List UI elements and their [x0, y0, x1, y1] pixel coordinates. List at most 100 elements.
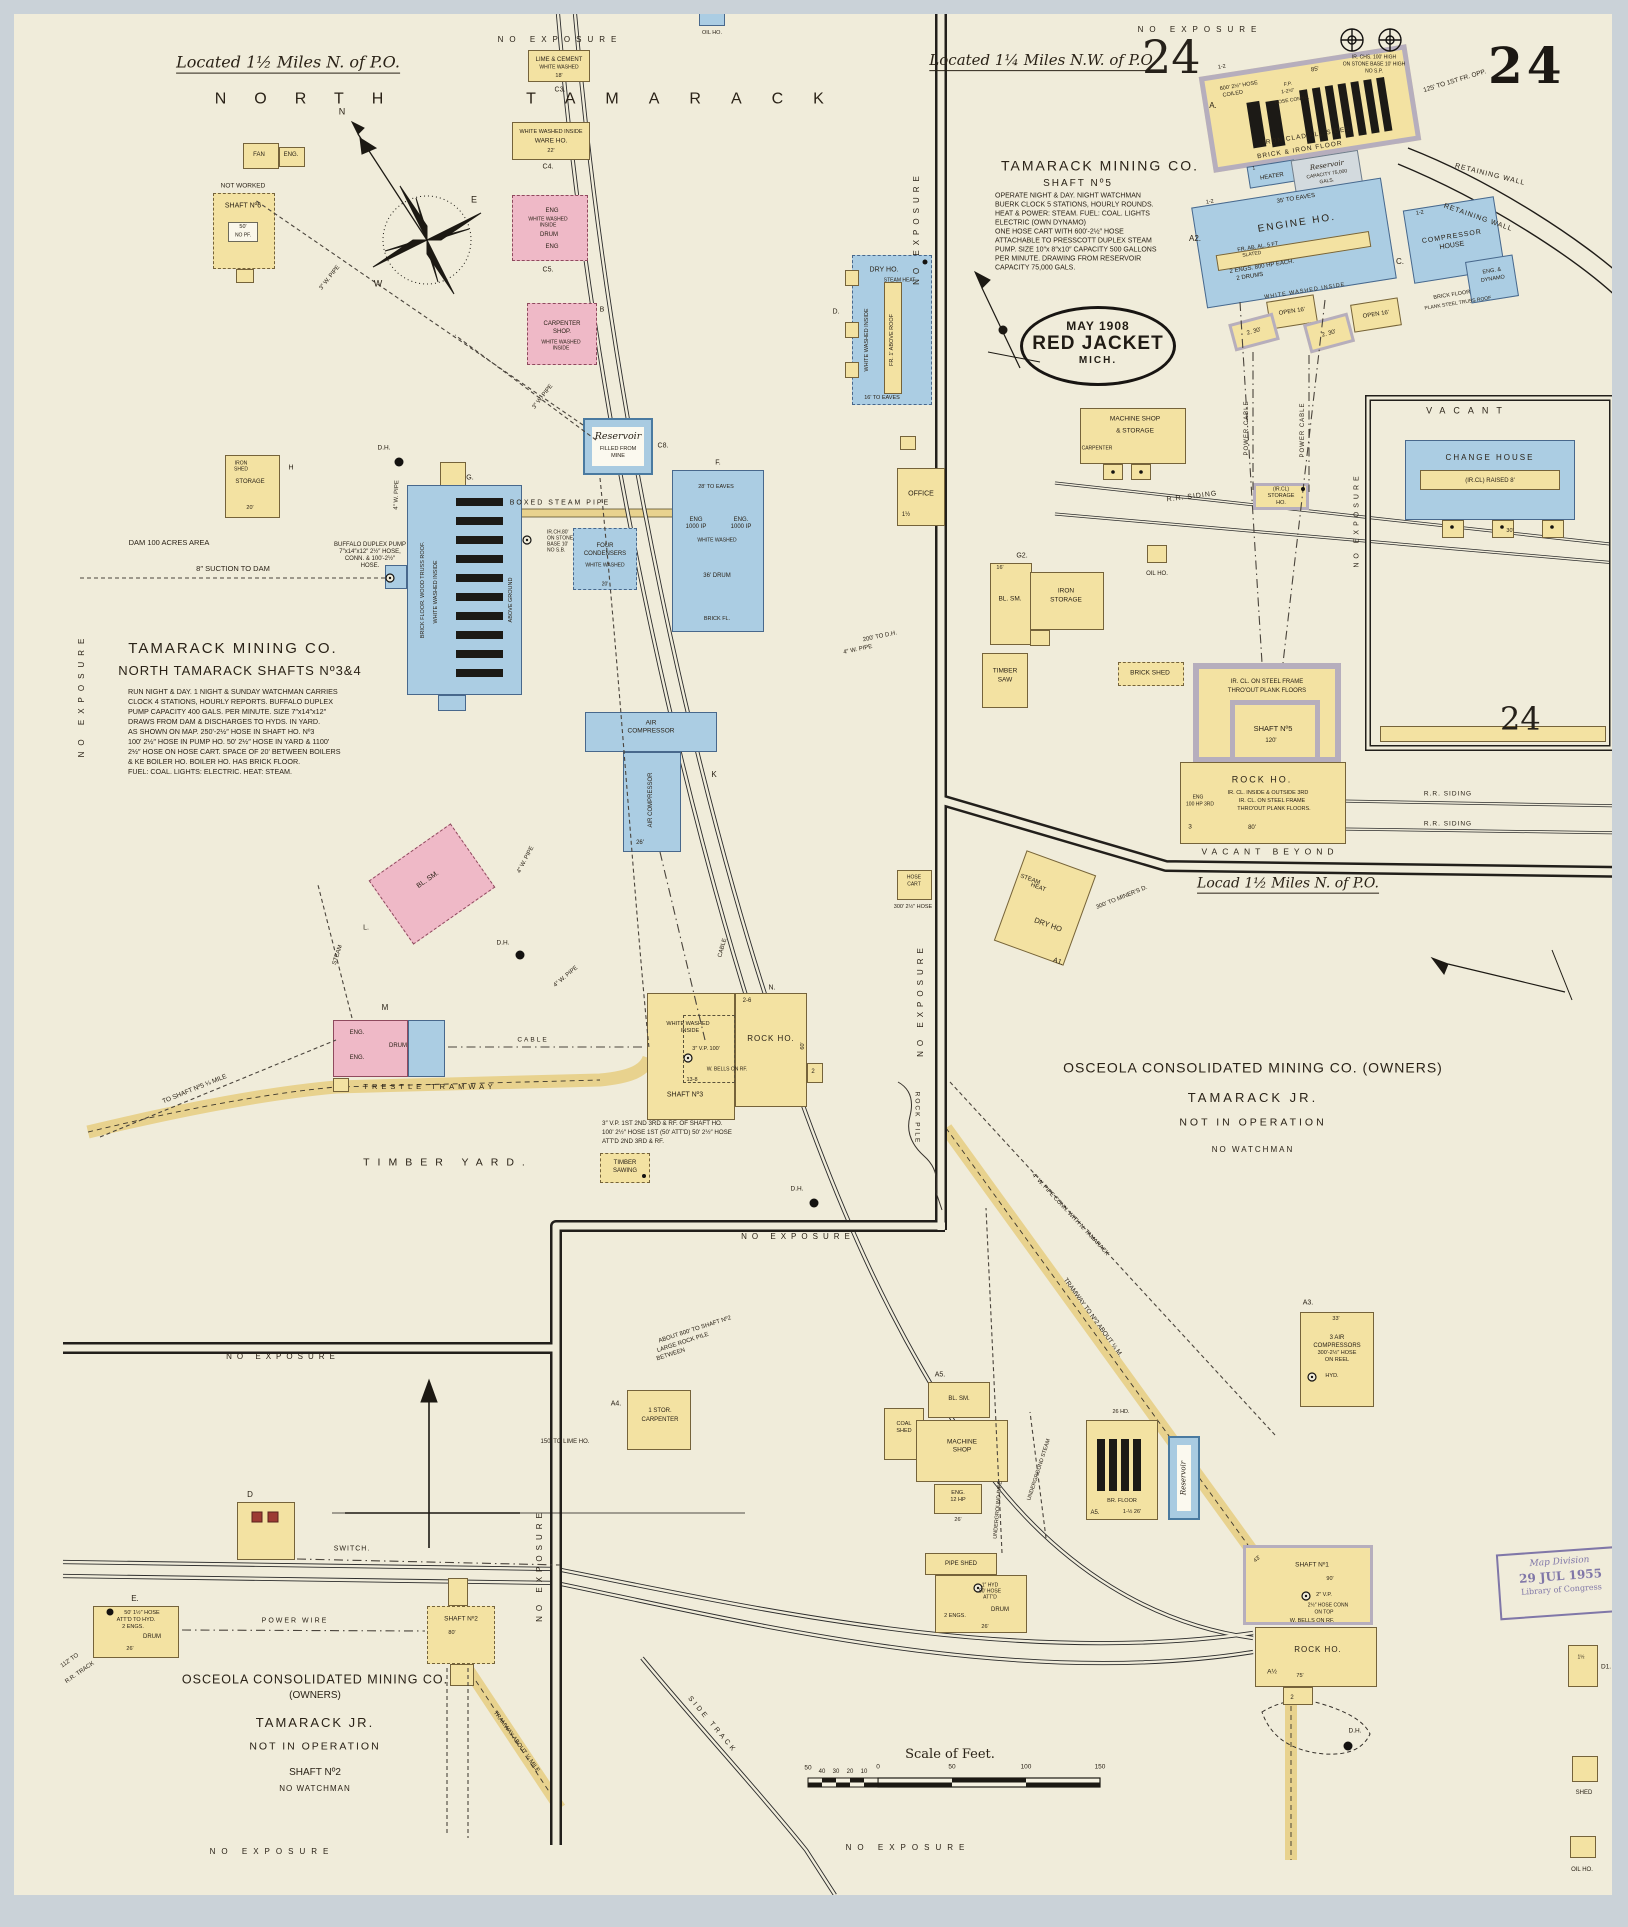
map-label: C3.: [554, 86, 566, 94]
map-label: WHITE WASHED INSIDE: [1263, 281, 1346, 301]
pipe-shed: [925, 1553, 997, 1575]
map-label: E: [470, 194, 478, 205]
map-label: THRO'OUT PLANK FLOORS.: [1237, 806, 1311, 813]
edge-shed: [1572, 1756, 1598, 1782]
hoist-e: [93, 1606, 179, 1658]
change-house-strip: [1420, 470, 1560, 490]
map-label: SHAFT Nº2: [444, 1615, 478, 1623]
map-label: ROCK HO.: [1231, 774, 1293, 785]
map-label: OPEN 16': [1362, 309, 1390, 320]
map-label: TAMARACK JR.: [1187, 1090, 1319, 1106]
title-shaft5: TAMARACK MINING CO.: [1001, 157, 1199, 174]
boiler-bar: [1133, 1439, 1141, 1491]
shaft-no1-frame: [1243, 1545, 1373, 1625]
map-label: HO.: [1276, 500, 1286, 507]
map-label: THRO'OUT PLANK FLOORS: [1227, 687, 1307, 694]
map-label: 26 HD.: [1112, 1409, 1130, 1416]
title-osceola-right: OSCEOLA CONSOLIDATED MINING CO. (OWNERS): [1063, 1059, 1443, 1076]
map-label: 60': [800, 1042, 807, 1050]
map-label: 1000 IP: [685, 523, 707, 530]
map-label: STORAGE: [235, 478, 265, 485]
map-label: OFFICE: [908, 490, 934, 498]
map-label: Reservoir: [594, 431, 642, 443]
map-label: 125' TO 1ST FR. OPP.: [1422, 68, 1487, 94]
map-label: 2½″ HOSE ON HOSE CART. SPACE OF 20' BETW…: [128, 747, 341, 757]
located-note-left: Located 1½ Miles N. of P.O.: [176, 52, 400, 74]
map-label: 3: [1188, 823, 1192, 831]
dry-ho-tab1: [845, 270, 859, 286]
map-label: OIL HO.: [702, 30, 722, 37]
map-label: NO S.P.: [1365, 68, 1383, 75]
map-label: D.H.: [790, 1185, 804, 1193]
timber-saw: [982, 653, 1028, 708]
map-label: 36' DRUM: [703, 572, 731, 579]
map-label: SHED: [896, 1428, 912, 1435]
map-label: STEAM HEAT.: [883, 277, 917, 284]
map-label: INSIDE: [680, 1028, 700, 1035]
map-label: POWER CABLE: [1299, 402, 1306, 458]
map-label: C4.: [542, 163, 554, 171]
rock-ho-1: [1255, 1627, 1377, 1687]
map-label: BRICK FLOOR. WOOD TRUSS ROOF.: [420, 541, 427, 639]
map-label: 3 AIR: [1329, 1334, 1345, 1341]
map-label: RETAINING WALL: [1454, 162, 1526, 187]
hoist-m-eng: [333, 1020, 408, 1077]
map-label: 4″ W. PIPE CONN. WITH N. TAMARACK: [1030, 1172, 1110, 1258]
map-label: 7″x14″x12″ 2½″ HOSE,: [339, 548, 401, 555]
boiler-bar: [456, 536, 503, 544]
map-label: COMPRESSOR: [627, 727, 675, 735]
reservoir-c8: [583, 418, 653, 475]
map-label: 3″ W. PIPE: [318, 264, 342, 292]
change-house-porch3: [1542, 520, 1564, 538]
map-label: 1-2: [1415, 209, 1425, 217]
map-label: SHAFT Nº2: [289, 1766, 341, 1778]
boiler-bar: [1121, 1439, 1129, 1491]
map-label: A3.: [1302, 1299, 1314, 1307]
map-label: 75': [1296, 1673, 1304, 1680]
map-label: A2.: [1188, 233, 1202, 243]
map-label: CONN. & 100'-2½″: [344, 555, 396, 562]
map-label: NO EXPOSURE: [76, 632, 86, 758]
map-label: 16': [996, 565, 1004, 572]
title-osceola-left: OSCEOLA CONSOLIDATED MINING CO.: [181, 1672, 449, 1687]
state-name: MICH.: [1078, 355, 1118, 366]
map-label: ENG: [689, 516, 703, 523]
map-label: 1 STOR.: [648, 1407, 672, 1414]
map-label: WHITE WASHED: [541, 339, 581, 346]
edge-oil-ho: [1570, 1836, 1596, 1858]
map-label: 30': [1506, 528, 1514, 535]
map-label: WHITE WASHED: [697, 537, 737, 544]
map-label: VACANT BEYOND: [1201, 846, 1339, 857]
map-label: SAW: [997, 676, 1013, 684]
map-label: WHITE WASHED: [585, 562, 625, 569]
map-label: 112' TO: [59, 1652, 81, 1670]
boiler-bar: [456, 498, 503, 506]
map-label: FOUR: [596, 542, 614, 549]
shaft-no6-tail: [236, 269, 254, 283]
edge-bldg-d1: [1568, 1645, 1598, 1687]
map-label: D: [247, 1489, 253, 1499]
map-label: ROCK PILE: [913, 1091, 921, 1145]
map-label: 1-½ 26': [1122, 1509, 1142, 1516]
map-label: 26': [981, 1624, 989, 1631]
map-label: UNDERGROUND PIPE: [992, 1480, 1004, 1540]
map-label: TRAMWAY TO Nº2 ABOUT ¼ M.: [1061, 1276, 1124, 1359]
map-label: DRUM: [540, 231, 558, 238]
map-label: COAL: [896, 1421, 912, 1428]
map-label: ON REEL: [1324, 1357, 1350, 1364]
map-label: NO EXPOSURE: [1353, 472, 1361, 568]
map-label: 50' 1½″ HOSE: [124, 1610, 160, 1617]
map-label: BRICK FL.: [703, 616, 731, 623]
map-label: 3″ W. PIPE: [531, 383, 555, 411]
carpenter-a4: [627, 1390, 691, 1450]
map-label: L.: [363, 924, 369, 932]
map-label: TIMBER YARD.: [363, 1156, 533, 1169]
map-label: MACHINE SHOP: [1109, 415, 1161, 423]
map-label: NO EXPOSURE: [915, 943, 925, 1057]
map-label: 2: [811, 1068, 815, 1075]
rock-ho-1-tail: [1283, 1687, 1313, 1705]
map-label: DRAWS FROM DAM & DISCHARGES TO HYDS. IN …: [128, 717, 321, 727]
engine-ho-f: [672, 470, 764, 632]
